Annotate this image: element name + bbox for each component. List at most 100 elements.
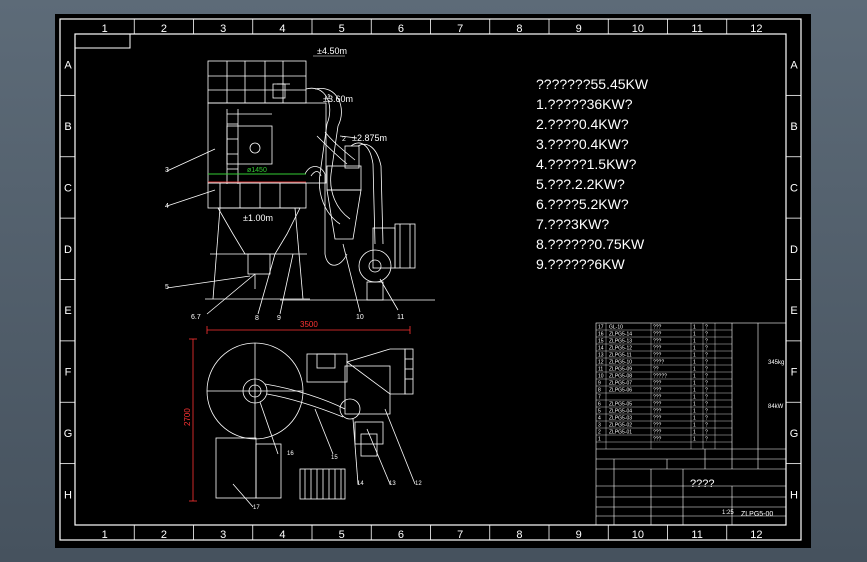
- bom-cell: ?: [705, 416, 708, 422]
- column-label: 1: [102, 529, 108, 541]
- height-dimension: 2700: [183, 408, 192, 426]
- bom-cell: ??: [653, 367, 659, 373]
- bom-cell: 1: [598, 437, 601, 443]
- bom-cell: ???: [653, 395, 662, 401]
- row-label: C: [790, 182, 798, 194]
- column-label: 10: [632, 529, 644, 541]
- column-label: 12: [750, 529, 762, 541]
- bom-cell: ???: [653, 423, 662, 429]
- elev-2-label: ±3.60m: [323, 94, 353, 104]
- bom-cell: ????: [653, 360, 664, 366]
- bom-cell: ZLPG5-01: [609, 430, 632, 436]
- part-label-67: 6.7: [191, 314, 201, 321]
- bom-cell: 1: [693, 395, 696, 401]
- bom-cell: ?: [705, 374, 708, 380]
- bom-cell: 1: [693, 367, 696, 373]
- row-label: D: [64, 244, 72, 256]
- power-list-item: 7.???3KW?: [536, 216, 609, 232]
- plan-fan: [344, 365, 391, 415]
- row-label: D: [790, 244, 798, 256]
- elev-3-label: ±2.875m: [352, 133, 387, 143]
- corner-box: [75, 34, 131, 49]
- bom-cell: ZLPG5-12: [609, 346, 632, 352]
- bom-cell: ?: [705, 325, 708, 331]
- power-list-item: 9.??????6KW: [536, 256, 626, 272]
- column-label: 2: [161, 529, 167, 541]
- bom-cell: ?: [705, 402, 708, 408]
- bom-cell: ???: [653, 353, 662, 359]
- row-label: B: [790, 121, 797, 133]
- bom-cell: ZLPG5-10: [609, 360, 632, 366]
- bom-cell: ?: [705, 353, 708, 359]
- part-label-17: 17: [253, 505, 260, 511]
- bom-cell: 4: [598, 416, 601, 422]
- plan-dimensions: [189, 326, 411, 502]
- platform: [207, 182, 307, 209]
- bom-cell: 1: [693, 416, 696, 422]
- bom-cell: ???: [653, 430, 662, 436]
- bom-cell: 15: [598, 339, 604, 345]
- plan-view: [206, 342, 416, 508]
- bom-cell: 6: [598, 402, 601, 408]
- bom-cell: ?: [705, 360, 708, 366]
- column-label: 8: [516, 529, 522, 541]
- column-label: 12: [750, 23, 762, 35]
- bom-cell: ZLPG5-09: [609, 367, 632, 373]
- bom-cell: 1: [693, 339, 696, 345]
- bom-cell: 1: [693, 346, 696, 352]
- column-label: 2: [161, 23, 167, 35]
- part-label-12: 12: [415, 481, 422, 487]
- air-duct: [305, 87, 341, 225]
- part-label-1: 1: [327, 94, 331, 101]
- column-label: 7: [457, 23, 463, 35]
- elev-top-label: ±4.50m: [317, 46, 347, 56]
- part-label-14: 14: [357, 481, 364, 487]
- bom-cell: ?: [705, 381, 708, 387]
- bom-cell: ???: [653, 437, 662, 443]
- bom-cell: 5: [598, 409, 601, 415]
- bom-cell: 1: [693, 430, 696, 436]
- cyclone-top: [326, 165, 362, 191]
- part-label-15: 15: [331, 455, 338, 461]
- power-list-item: 6.????5.2KW?: [536, 196, 629, 212]
- power-list: ???????55.45KW1.?????36KW?2.????0.4KW?3.…: [536, 76, 649, 272]
- outer-frame: [59, 18, 802, 541]
- title-block-scale: 1:25: [722, 510, 734, 516]
- bom-cell: 1: [693, 353, 696, 359]
- column-label: 3: [220, 23, 226, 35]
- bom-cell: ???: [653, 346, 662, 352]
- bom-cell: 8: [598, 388, 601, 394]
- power-list-item: 3.????0.4KW?: [536, 136, 629, 152]
- power-list-item: 8.??????0.75KW: [536, 236, 645, 252]
- part-label-11: 11: [397, 314, 404, 321]
- bom-cell: ?: [705, 409, 708, 415]
- elev-base-label: ±1.00m: [243, 213, 273, 223]
- bom-cell: ZLPG5-03: [609, 416, 632, 422]
- part-label-3: 3: [165, 167, 169, 174]
- column-label: 5: [339, 529, 345, 541]
- row-label: E: [64, 305, 71, 317]
- column-label: 3: [220, 529, 226, 541]
- title-block-drawing-no: ZLPG5-00: [741, 511, 773, 518]
- bom-cell: 1: [693, 388, 696, 394]
- inner-frame: [74, 33, 787, 526]
- bom-cell: 2: [598, 430, 601, 436]
- bom-cell: 7: [598, 395, 601, 401]
- bom-cell: ???: [653, 381, 662, 387]
- diameter-label: ø1450: [247, 167, 267, 174]
- bom-cell: ZLPG5-08: [609, 374, 632, 380]
- column-label: 4: [279, 23, 285, 35]
- elevation-view: [166, 60, 435, 315]
- row-label: A: [790, 60, 798, 72]
- column-label: 7: [457, 529, 463, 541]
- bom-table: [595, 322, 787, 526]
- bom-cell: ?: [705, 388, 708, 394]
- bom-cell: ZLPG5-11: [609, 353, 632, 359]
- bom-cell: ?: [705, 332, 708, 338]
- bom-cell: 9: [598, 381, 601, 387]
- column-label: 6: [398, 23, 404, 35]
